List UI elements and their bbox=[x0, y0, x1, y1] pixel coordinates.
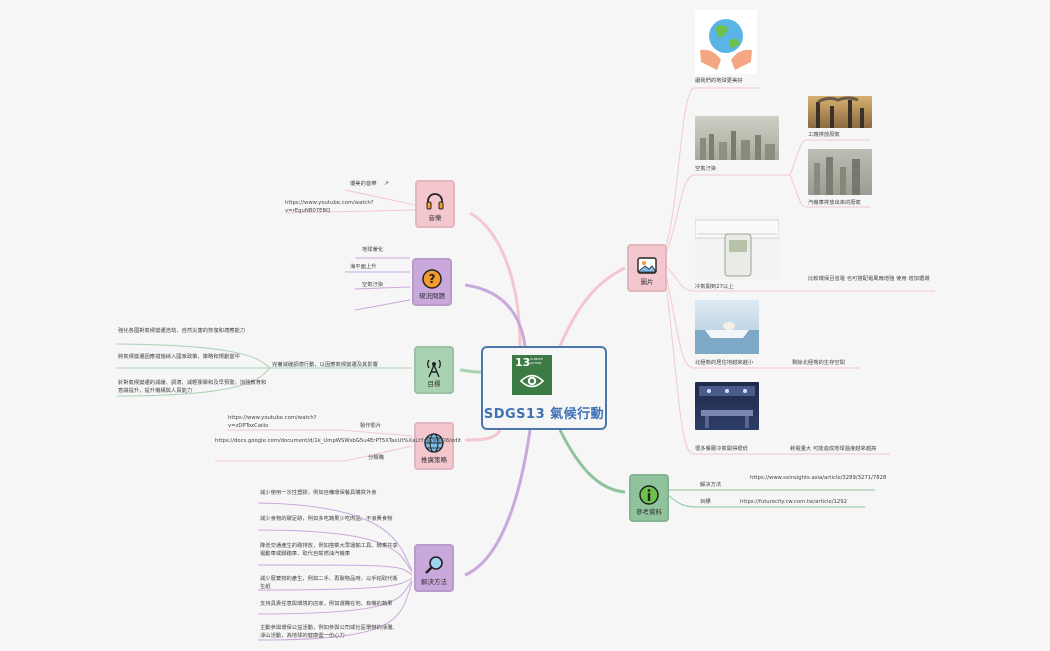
info-icon bbox=[639, 485, 659, 505]
music-item-1: 優美的音樂 bbox=[350, 181, 377, 187]
branch-music-label: 音樂 bbox=[428, 214, 442, 222]
branch-music[interactable]: 音樂 bbox=[415, 180, 455, 228]
solution-item-6: 主動參與環保公益活動，例如參與公司或社區學辦的淨灘、淨山活動，為地球的健康盡一份… bbox=[260, 625, 398, 639]
antenna-icon bbox=[427, 359, 441, 378]
status-item-3: 空氣汙染 bbox=[362, 282, 384, 288]
factory-smoke-image[interactable] bbox=[808, 96, 872, 128]
traffic-exhaust-image[interactable] bbox=[808, 149, 872, 195]
air-conditioner-image[interactable] bbox=[694, 216, 780, 280]
central-topic[interactable]: 13 CLIMATE ACTION SDGS13 氣候行動 bbox=[481, 346, 607, 430]
branch-goal[interactable]: 目標 bbox=[414, 346, 454, 394]
image-caption-1: 讓我們的地球更美好 bbox=[695, 78, 743, 84]
branch-solution[interactable]: 解決方法 bbox=[414, 544, 454, 592]
branch-goal-label: 目標 bbox=[427, 380, 441, 388]
goal-item-3: 針對氣候變遷的減緩、調適、減輕衝擊和及早預警，加強教育和意識提升，提升機構與人員… bbox=[118, 380, 267, 394]
svg-text:?: ? bbox=[429, 272, 436, 286]
goal-item-2: 將氣候變遷因應措施納入國家政策、策略和規劃當中 bbox=[118, 354, 240, 360]
solution-item-4: 減少廢棄物的產生，例如二手、再製物品時，以手帕取代衛生紙 bbox=[260, 576, 398, 590]
status-item-1: 地球暖化 bbox=[362, 247, 384, 253]
image-caption-2: 空氣汙染 bbox=[695, 166, 717, 172]
globe-icon bbox=[424, 433, 444, 453]
refs-item-1-link[interactable]: https://www.seinsights.asia/article/3289… bbox=[750, 475, 887, 481]
music-item-2-link[interactable]: https://www.youtube.com/watch?v=rEguNB07… bbox=[285, 200, 374, 214]
refs-item-2-link[interactable]: https://futurecity.cw.com.tw/article/129… bbox=[740, 499, 847, 505]
logo-caption: CLIMATE ACTION bbox=[530, 357, 543, 365]
image-caption-4: 汽機車排放出來的廢氣 bbox=[808, 200, 861, 206]
question-icon: ? bbox=[422, 269, 442, 289]
branch-status[interactable]: ? 現況問題 bbox=[412, 258, 452, 306]
solution-item-3: 降低交通產生的碳排放，例如搭乘大眾運輸工具、騎乘共享電動車或腳踏車、取代自駕燃油… bbox=[260, 543, 398, 557]
polar-bear-image[interactable] bbox=[695, 300, 759, 354]
image-caption-6: 比較環保且省電 也可搭配電風扇增強 使用 增加循環 bbox=[808, 276, 930, 282]
image-caption-3: 工廠排放廢氣 bbox=[808, 132, 840, 138]
branch-images-label: 圖片 bbox=[640, 278, 654, 286]
earth-hands-image[interactable] bbox=[695, 10, 757, 74]
solution-item-2: 減少食物的碳足跡，例如多吃蔬果少吃肉品、不浪費食物 bbox=[260, 516, 393, 522]
eye-globe-icon bbox=[520, 374, 544, 388]
restaurant-image[interactable] bbox=[695, 382, 759, 430]
logo-number: 13 bbox=[515, 356, 531, 369]
branch-promo[interactable]: 推廣策略 bbox=[414, 422, 454, 470]
image-caption-10: 耗電量大 可能造成地球溫度越來越高 bbox=[790, 446, 877, 452]
central-title: SDGS13 氣候行動 bbox=[483, 407, 605, 422]
picture-icon bbox=[637, 257, 657, 274]
magnifier-icon bbox=[425, 556, 443, 574]
branch-images[interactable]: 圖片 bbox=[627, 244, 667, 292]
refs-item-1-name: 解決方法 bbox=[700, 482, 722, 488]
status-item-2: 海平面上升 bbox=[350, 264, 377, 270]
solution-item-1: 減少使用一次性塑膠，例如自備環保餐具購買外食 bbox=[260, 490, 377, 496]
image-caption-5: 冷氣開到27以上 bbox=[695, 284, 734, 290]
sdg13-logo: 13 CLIMATE ACTION bbox=[512, 355, 552, 395]
branch-solution-label: 解決方法 bbox=[421, 578, 447, 586]
branch-refs-label: 參考資料 bbox=[636, 508, 662, 516]
branch-refs[interactable]: 參考資料 bbox=[629, 474, 669, 522]
branch-promo-label: 推廣策略 bbox=[421, 456, 447, 464]
goal-item-1: 強化各國對氣候變遷浩劫、自然災害的恢復和適應能力 bbox=[118, 328, 246, 334]
air-pollution-image[interactable] bbox=[695, 116, 779, 160]
promo-item-1-link[interactable]: https://www.youtube.com/watch?v=zDPToxCw… bbox=[228, 415, 317, 429]
branch-status-label: 現況問題 bbox=[419, 292, 445, 300]
solution-item-5: 支持具責任意與環境的店家，例如選購在地、有機的蔬果 bbox=[260, 601, 393, 607]
headphones-icon bbox=[426, 193, 444, 210]
promo-item-2-name: 分類購 bbox=[368, 455, 384, 461]
promo-item-2-link[interactable]: https://docs.google.com/document/d/1k_Um… bbox=[215, 438, 462, 444]
promo-item-1-name: 製作影片 bbox=[360, 423, 382, 429]
goal-main: 完備減緩調適行動，以因應氣候變遷及其影響 bbox=[272, 362, 378, 368]
image-caption-9: 很多餐廳冷氣開得很低 bbox=[695, 446, 748, 452]
refs-item-2-name: 目標 bbox=[700, 499, 711, 505]
external-link-icon[interactable]: ↗ bbox=[384, 180, 390, 187]
image-caption-8: 剩餘北極熊的生存空間 bbox=[792, 360, 845, 366]
image-caption-7: 北極熊的居住地越來越小 bbox=[695, 360, 754, 366]
